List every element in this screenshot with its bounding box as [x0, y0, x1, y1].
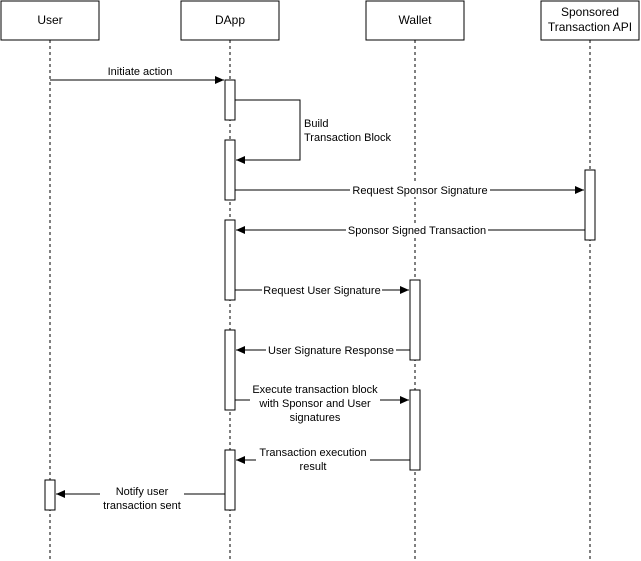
activation-wallet-1	[409, 279, 421, 361]
activation-user	[44, 479, 56, 511]
message-notify-label-line2: transaction sent	[103, 500, 181, 512]
message-execute-label-line2: with Sponsor and User	[258, 398, 371, 410]
activation-dapp-3	[224, 219, 236, 301]
activation-wallet-2	[409, 389, 421, 471]
message-execute: Execute transaction block with Sponsor a…	[235, 383, 409, 424]
message-request-user: Request User Signature	[235, 283, 409, 297]
message-sponsor-signed-label: Sponsor Signed Transaction	[348, 225, 486, 237]
actor-api[interactable]: Sponsored Transaction API	[540, 0, 640, 41]
message-sponsor-signed: Sponsor Signed Transaction	[236, 223, 585, 237]
message-exec-result: Transaction execution result	[236, 446, 410, 474]
activation-dapp-4	[224, 329, 236, 411]
activation-dapp-5	[224, 449, 236, 511]
message-build: Build Transaction Block	[235, 99, 392, 164]
message-request-sponsor: Request Sponsor Signature	[235, 183, 584, 197]
actor-wallet[interactable]: Wallet	[365, 0, 465, 41]
message-execute-label-line3: signatures	[290, 412, 341, 424]
message-execute-label-line1: Execute transaction block	[252, 384, 378, 396]
message-user-sig-response: User Signature Response	[236, 343, 410, 357]
message-initiate: Initiate action	[50, 66, 224, 84]
message-notify-label-line1: Notify user	[116, 486, 169, 498]
message-build-label-line2: Transaction Block	[304, 132, 392, 144]
activation-dapp-1	[224, 79, 236, 121]
actor-user-label: User	[37, 13, 62, 27]
message-request-sponsor-label: Request Sponsor Signature	[352, 185, 487, 197]
message-exec-result-label-line2: result	[300, 461, 327, 473]
message-user-sig-response-label: User Signature Response	[268, 345, 394, 357]
message-notify: Notify user transaction sent	[56, 485, 225, 513]
actor-dapp-label: DApp	[215, 13, 245, 27]
actor-wallet-label: Wallet	[399, 13, 433, 27]
message-build-label-line1: Build	[304, 118, 328, 130]
message-request-user-label: Request User Signature	[263, 285, 380, 297]
message-initiate-label: Initiate action	[108, 66, 173, 78]
activation-dapp-2	[224, 139, 236, 201]
actor-api-label-line1: Sponsored	[561, 5, 619, 19]
actor-api-label-line2: Transaction API	[548, 20, 632, 34]
message-exec-result-label-line1: Transaction execution	[259, 447, 366, 459]
actor-user[interactable]: User	[0, 0, 100, 41]
activation-api	[584, 169, 596, 241]
actor-dapp[interactable]: DApp	[180, 0, 280, 41]
